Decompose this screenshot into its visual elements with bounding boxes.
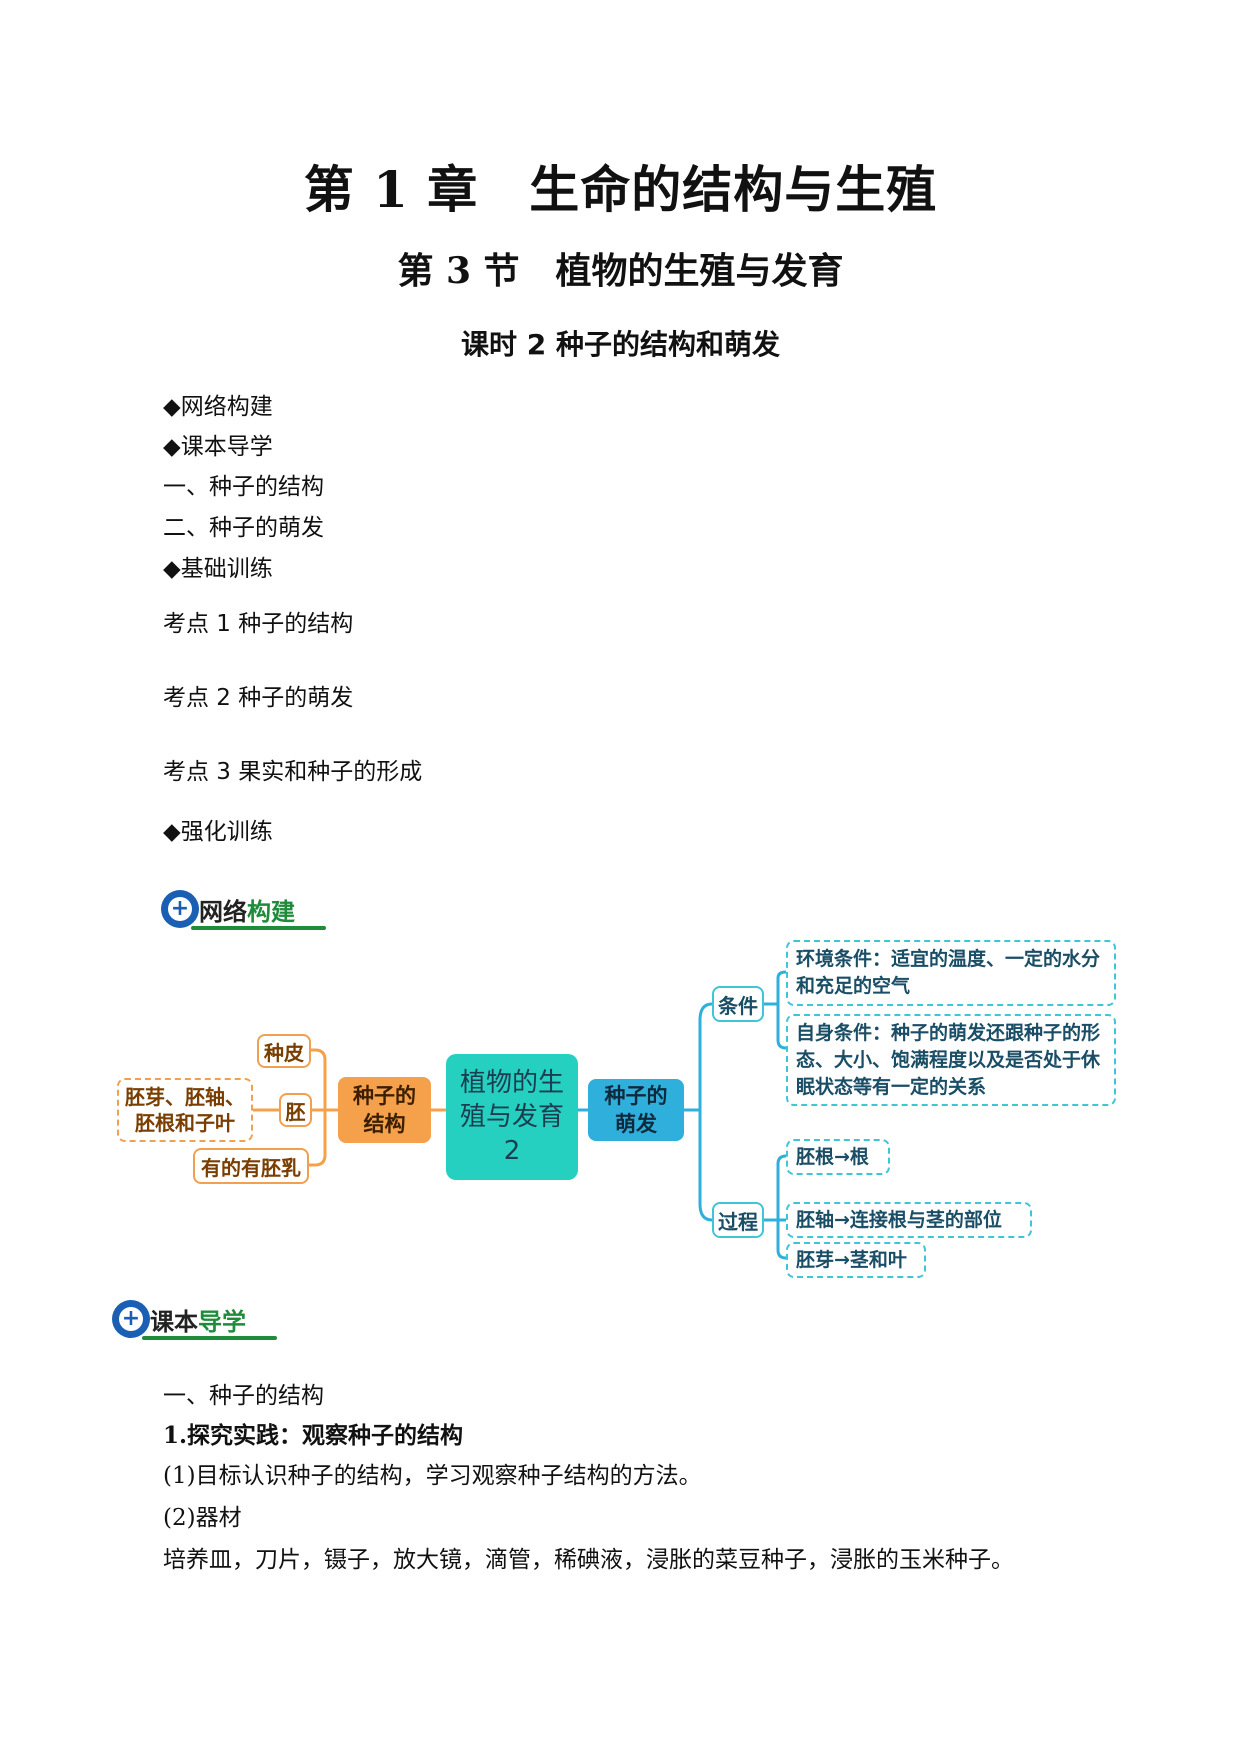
seed-coat-node: 种皮 xyxy=(257,1034,311,1068)
lesson-title: 课时 2 种子的结构和萌发 xyxy=(461,328,780,361)
seed-structure-node: 种子的结构 xyxy=(338,1077,431,1143)
self-condition-node: 自身条件：种子的萌发还跟种子的形态、大小、饱满程度以及是否处于休眠状态等有一定的… xyxy=(786,1014,1116,1106)
body-item-1: (1)目标认识种子的结构，学习观察种子结构的方法。 xyxy=(163,1463,702,1489)
mind-map: 种皮 胚芽、胚轴、胚根和子叶 胚 有的有胚乳 种子的结构 植物的生殖与发育2 种… xyxy=(0,940,1241,1280)
toc-item[interactable]: ◆强化训练 xyxy=(163,819,273,845)
guide-banner: + 课本导学 xyxy=(112,1298,282,1342)
process-node: 过程 xyxy=(712,1202,764,1238)
body-item-2-label: (2)器材 xyxy=(163,1505,242,1531)
toc-item[interactable]: 考点 3 果实和种子的形成 xyxy=(163,759,423,785)
toc-item[interactable]: ◆基础训练 xyxy=(163,556,273,582)
toc-item[interactable]: 一、种子的结构 xyxy=(163,474,324,500)
process-step-hypocotyl: 胚轴→连接根与茎的部位 xyxy=(786,1202,1032,1238)
process-step-plumule: 胚芽→茎和叶 xyxy=(786,1242,926,1278)
embryo-parts-node: 胚芽、胚轴、胚根和子叶 xyxy=(117,1078,253,1142)
endosperm-node: 有的有胚乳 xyxy=(193,1148,309,1184)
environment-condition-node: 环境条件：适宜的温度、一定的水分和充足的空气 xyxy=(786,940,1116,1006)
toc-item[interactable]: ◆网络构建 xyxy=(163,394,273,420)
center-node: 植物的生殖与发育2 xyxy=(446,1054,578,1180)
toc-item[interactable]: 二、种子的萌发 xyxy=(163,515,324,541)
plus-logo-icon xyxy=(112,1300,150,1338)
chapter-title: 第 1 章 生命的结构与生殖 xyxy=(303,160,938,219)
seed-germination-node: 种子的萌发 xyxy=(588,1079,684,1141)
plus-logo-icon xyxy=(161,890,199,928)
network-banner: + 网络构建 xyxy=(161,888,331,932)
toc-item[interactable]: ◆课本导学 xyxy=(163,434,273,460)
conditions-node: 条件 xyxy=(712,986,764,1022)
embryo-node: 胚 xyxy=(279,1093,312,1127)
process-step-radicle: 胚根→根 xyxy=(786,1139,890,1175)
section-title: 第 3 节 植物的生殖与发育 xyxy=(397,250,844,292)
mind-map-connectors xyxy=(251,970,788,1260)
toc-item[interactable]: 考点 1 种子的结构 xyxy=(163,611,354,637)
body-heading: 一、种子的结构 xyxy=(163,1383,324,1409)
body-item-2-text: 培养皿，刀片，镊子，放大镜，滴管，稀碘液，浸胀的菜豆种子，浸胀的玉米种子。 xyxy=(163,1547,1014,1573)
toc-item[interactable]: 考点 2 种子的萌发 xyxy=(163,685,354,711)
body-subheading: 1.探究实践：观察种子的结构 xyxy=(163,1422,464,1449)
